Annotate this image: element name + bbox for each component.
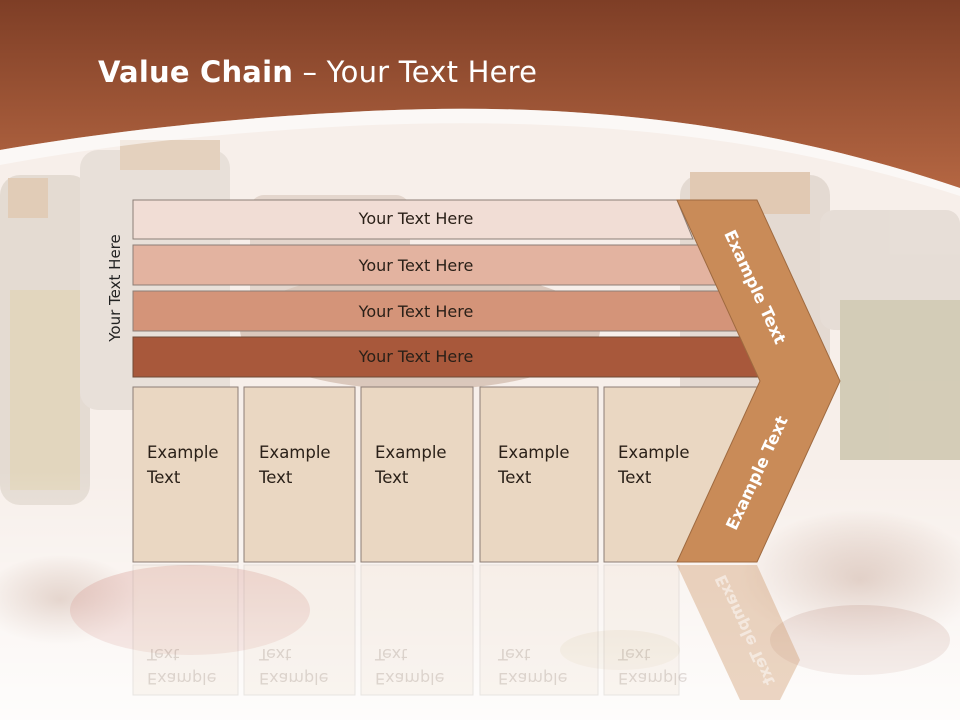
row-bar-1 bbox=[132, 199, 694, 240]
row-label-2: Your Text Here bbox=[358, 256, 474, 275]
row-label-3: Your Text Here bbox=[358, 302, 474, 321]
column-box-3 bbox=[360, 386, 474, 563]
side-vertical-label: Your Text Here bbox=[106, 234, 124, 342]
title-bold: Value Chain bbox=[98, 55, 294, 89]
title-rest: – Your Text Here bbox=[293, 55, 538, 89]
column-box-1 bbox=[132, 386, 239, 563]
slide-title: Value Chain – Your Text Here bbox=[98, 55, 537, 89]
column-box-4 bbox=[479, 386, 599, 563]
row-label-4: Your Text Here bbox=[358, 347, 474, 366]
value-chevron-arrow bbox=[676, 199, 841, 563]
column-box-2 bbox=[243, 386, 356, 563]
row-label-1: Your Text Here bbox=[358, 209, 474, 228]
